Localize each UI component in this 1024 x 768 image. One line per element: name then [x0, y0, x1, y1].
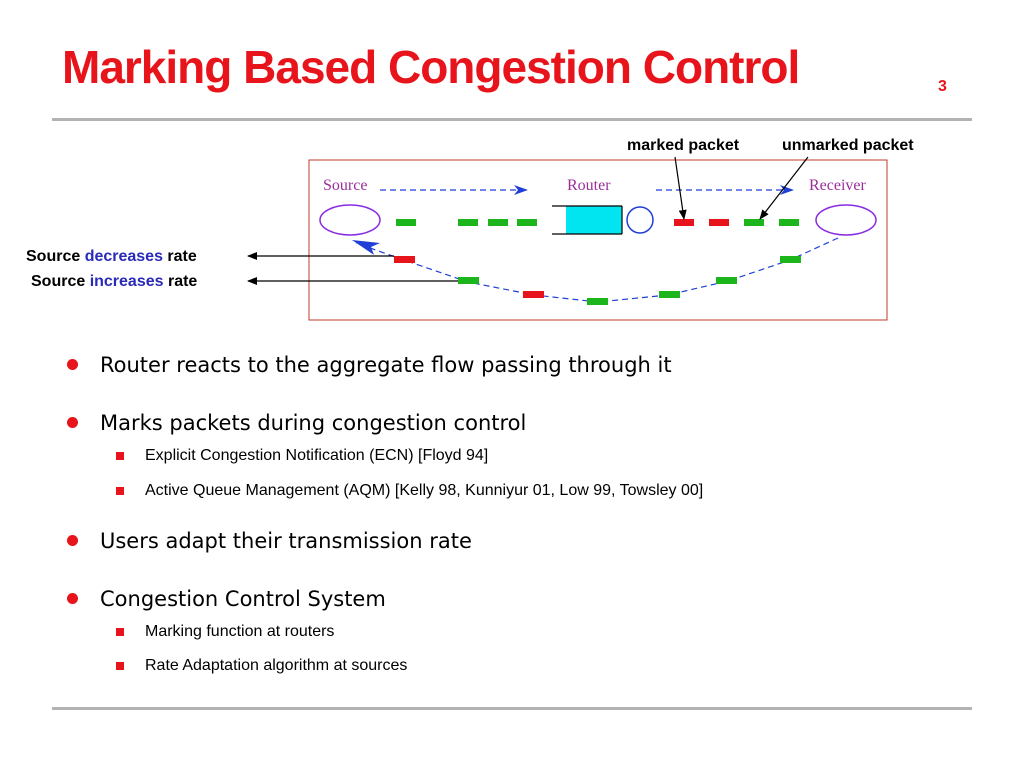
bullet-text: Congestion Control System	[100, 587, 386, 611]
sub-bullet-item: Active Queue Management (AQM) [Kelly 98,…	[60, 479, 960, 503]
marked-packet	[709, 219, 729, 226]
sub-bullet-text: Marking function at routers	[145, 623, 335, 640]
bullet-text: Router reacts to the aggregate flow pass…	[100, 353, 672, 377]
bullet-dot	[67, 417, 78, 428]
marked-packet	[394, 256, 415, 263]
unmarked-packet	[488, 219, 508, 226]
bullet-dot	[67, 359, 78, 370]
bullet-list: Router reacts to the aggregate flow pass…	[60, 350, 960, 678]
unmarked-packet	[458, 219, 478, 226]
bullet-item: Marks packets during congestion control	[60, 408, 960, 438]
unmarked-packet	[587, 298, 608, 305]
unmarked-packet-callout: unmarked packet	[782, 137, 914, 154]
bullet-dot	[67, 535, 78, 546]
sub-bullet-text: Rate Adaptation algorithm at sources	[145, 657, 408, 674]
bullet-text: Users adapt their transmission rate	[100, 529, 472, 553]
top-divider	[52, 118, 972, 121]
slide-title: Marking Based Congestion Control	[62, 41, 800, 93]
bullet-item: Congestion Control System	[60, 584, 960, 614]
unmarked-packet	[780, 256, 801, 263]
sub-bullet-square	[116, 662, 124, 670]
callout-keyword: decreases	[84, 248, 163, 265]
receiver-label: Receiver	[809, 177, 867, 194]
bullet-item: Router reacts to the aggregate flow pass…	[60, 350, 960, 380]
router-label: Router	[567, 177, 611, 194]
bullet-text: Marks packets during congestion control	[100, 411, 527, 435]
marked-packet-pointer	[674, 156, 687, 220]
callout-suffix: rate	[163, 273, 198, 290]
source-increases-rate-callout: Source increases rate	[31, 273, 197, 291]
sub-bullet-square	[116, 452, 124, 460]
unmarked-packet	[517, 219, 537, 226]
sub-bullet-text: Active Queue Management (AQM) [Kelly 98,…	[145, 482, 704, 499]
sub-bullet-square	[116, 628, 124, 636]
feedback-arrowhead	[352, 240, 380, 255]
unmarked-packet	[744, 219, 764, 226]
unmarked-packet	[396, 219, 416, 226]
source-node	[319, 204, 381, 236]
sub-bullet-item: Explicit Congestion Notification (ECN) […	[60, 444, 960, 468]
callout-suffix: rate	[162, 248, 197, 265]
unmarked-packet-pointer	[759, 156, 809, 220]
bullet-dot	[67, 593, 78, 604]
bottom-divider	[52, 707, 972, 710]
unmarked-packet	[659, 291, 680, 298]
unmarked-packet	[716, 277, 737, 284]
source-label: Source	[323, 177, 367, 194]
marked-packet	[523, 291, 544, 298]
callout-prefix: Source	[26, 248, 85, 265]
marked-packet-callout: marked packet	[627, 137, 740, 154]
callout-prefix: Source	[31, 273, 90, 290]
sub-bullet-square	[116, 487, 124, 495]
unmarked-packet	[779, 219, 799, 226]
source-decreases-rate-callout: Source decreases rate	[26, 248, 197, 266]
receiver-node	[815, 204, 877, 236]
sub-bullet-item: Marking function at routers	[60, 620, 960, 644]
page-number: 3	[938, 78, 947, 95]
unmarked-packet	[458, 277, 479, 284]
router-queue	[552, 205, 623, 235]
router-server	[626, 206, 654, 234]
callout-keyword: increases	[89, 273, 164, 290]
marked-packet	[674, 219, 694, 226]
sub-bullet-text: Explicit Congestion Notification (ECN) […	[145, 447, 489, 464]
bullet-item: Users adapt their transmission rate	[60, 526, 960, 556]
sub-bullet-item: Rate Adaptation algorithm at sources	[60, 654, 960, 678]
